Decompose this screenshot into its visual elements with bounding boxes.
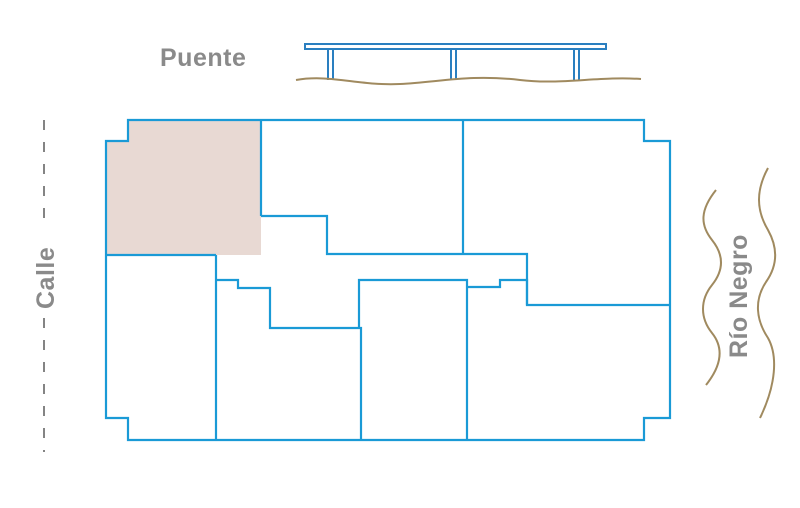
river-label: Río Negro	[725, 234, 753, 358]
bridge-label: Puente	[160, 44, 246, 72]
highlighted-unit	[106, 121, 261, 255]
street-label: Calle	[32, 247, 60, 309]
river-icon	[702, 167, 777, 419]
street-label-backdrop	[30, 228, 60, 316]
bridge-icon	[295, 43, 642, 86]
interior-walls	[106, 120, 670, 440]
building-outline	[104, 118, 672, 442]
